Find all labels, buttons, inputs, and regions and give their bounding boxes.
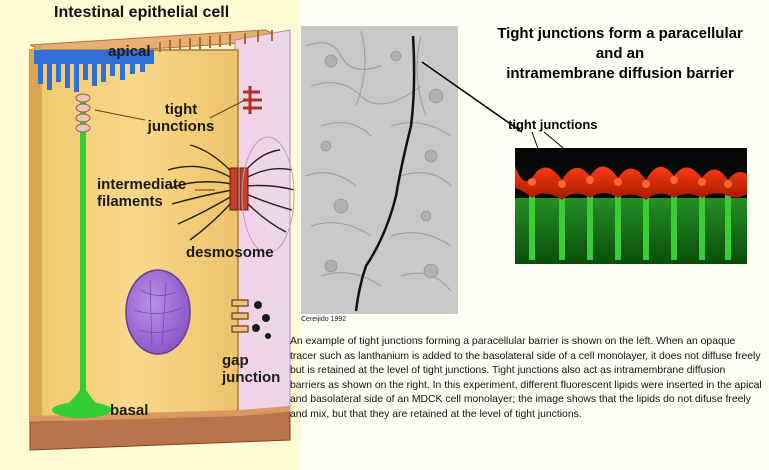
label-tight-junctions: tight junctions	[147, 101, 215, 135]
micrograph-credit: Cereijido 1992	[301, 316, 347, 323]
fluorescence-image	[515, 148, 747, 264]
nucleus-texture	[133, 279, 183, 347]
tracer-pool	[52, 402, 112, 418]
intermediate-filaments	[167, 144, 295, 241]
top-microvilli	[159, 30, 273, 52]
lanthanum-tracer-line	[354, 35, 416, 312]
label-gap-junction: gap junction	[222, 352, 281, 386]
label-basal: basal	[110, 402, 149, 419]
cell-side-face	[30, 44, 42, 422]
apical-microvilli	[34, 50, 154, 92]
panel-title-line-2: and an	[595, 45, 645, 62]
gap-junction	[231, 299, 249, 333]
desmosome-plaque-neighbor	[239, 167, 249, 211]
basement-top	[30, 406, 290, 422]
panel-title-line-1: Tight junctions form a paracellular	[497, 25, 743, 42]
cell-body	[29, 49, 239, 423]
label-desmosome: desmosome	[186, 244, 274, 261]
label-apical: apical	[108, 43, 151, 60]
apical-red-band	[515, 166, 747, 200]
figure-caption: An example of tight junctions forming a …	[290, 336, 762, 420]
paracellular-tracer	[55, 98, 105, 412]
diagram-title: Intestinal epithelial cell	[54, 4, 230, 21]
label-intermediate-filaments: intermediate filaments	[97, 176, 187, 210]
micrograph-vesicles	[320, 50, 444, 279]
tight-junction-highlights	[528, 176, 732, 188]
micrograph-texture	[305, 30, 452, 292]
tight-junction-neighbor	[243, 86, 262, 114]
lateral-membranes	[529, 186, 731, 260]
pointer-lines	[94, 99, 246, 191]
fluorescence-label: tight junctions	[508, 117, 598, 132]
panel-title-line-3: intramembrane diffusion barrier	[506, 65, 734, 82]
nucleus	[125, 269, 191, 355]
desmosome-plaque	[229, 167, 239, 211]
micrograph-pointer	[421, 61, 523, 133]
gap-junction-channels	[252, 301, 271, 339]
electron-micrograph	[301, 26, 458, 314]
neighbor-nucleus-outline	[241, 136, 295, 254]
panel-title: Tight junctions form a paracellular and …	[470, 24, 769, 84]
tight-junction-beads	[75, 93, 91, 133]
epithelial-cell-diagram	[29, 29, 295, 451]
basolateral-green-band	[515, 198, 747, 264]
